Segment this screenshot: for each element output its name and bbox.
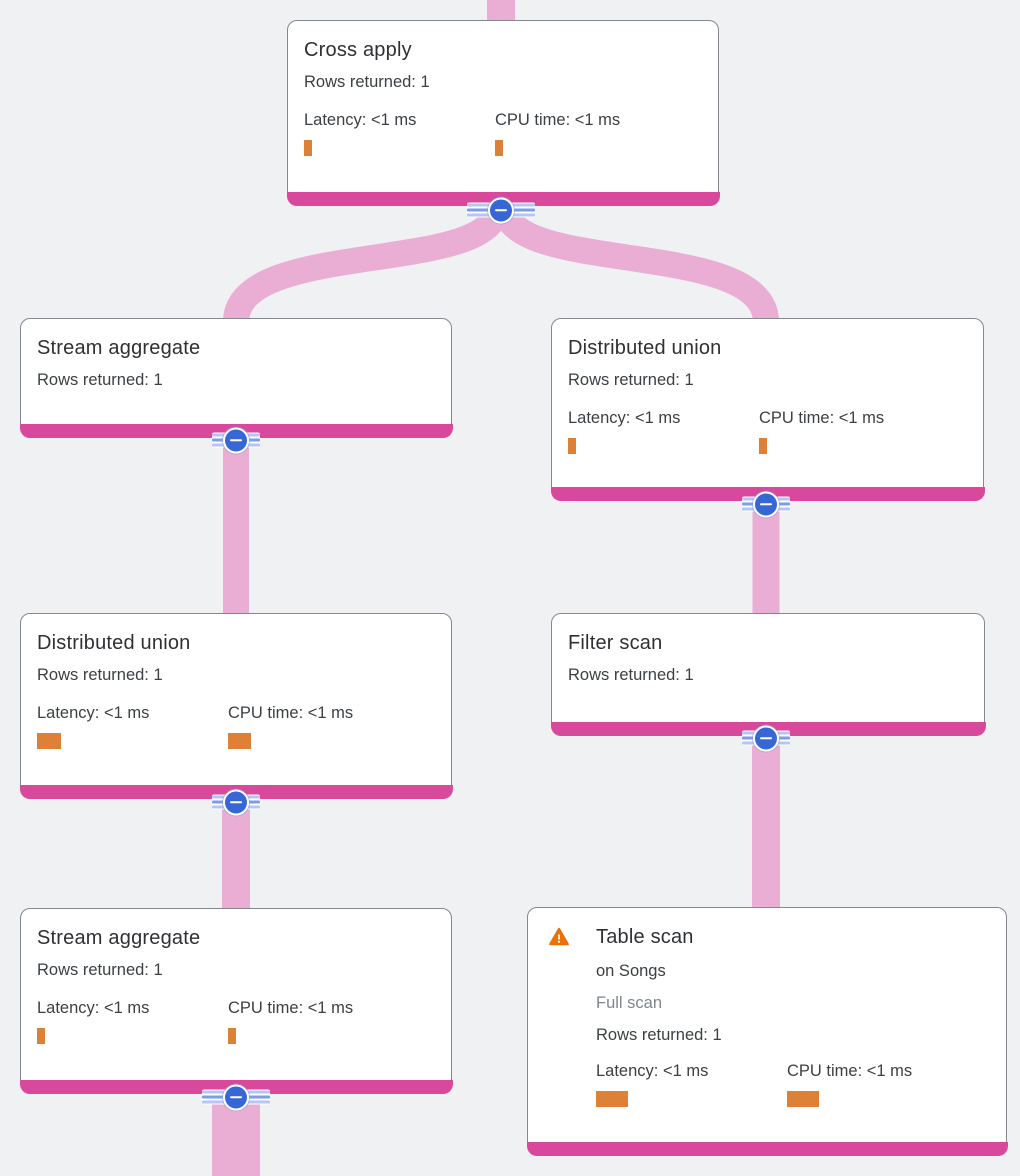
cpu-time-bar xyxy=(228,1028,236,1044)
collapse-button-stream-aggregate-bottom[interactable] xyxy=(202,1084,270,1110)
cpu-metric: CPU time: <1 ms xyxy=(495,109,686,156)
minus-circle-icon xyxy=(223,427,249,453)
latency-bar xyxy=(37,1028,45,1044)
rows-returned: Rows returned: 1 xyxy=(304,73,430,91)
cpu-time-bar xyxy=(759,438,767,454)
node-title: Stream aggregate xyxy=(37,927,201,949)
edge-cross-apply-to-distributed-union xyxy=(492,203,779,324)
latency-metric: Latency: <1 ms xyxy=(37,997,228,1044)
node-title: Distributed union xyxy=(37,632,191,654)
plan-node-filter-scan[interactable]: Filter scan Rows returned: 1 xyxy=(550,613,986,736)
latency-label: Latency: <1 ms xyxy=(37,704,150,722)
latency-metric: Latency: <1 ms xyxy=(568,407,759,454)
node-accent-bar xyxy=(526,1141,1008,1156)
collapse-button-distributed-union-left[interactable] xyxy=(212,789,260,815)
latency-bar xyxy=(37,733,61,749)
node-title: Stream aggregate xyxy=(37,337,201,359)
rows-returned: Rows returned: 1 xyxy=(596,1026,722,1044)
cpu-metric: CPU time: <1 ms xyxy=(228,997,419,1044)
latency-bar xyxy=(568,438,576,454)
plan-node-stream-aggregate-top[interactable]: Stream aggregate Rows returned: 1 xyxy=(19,318,453,438)
collapse-button-stream-aggregate-top[interactable] xyxy=(212,427,260,453)
collapse-button-cross-apply[interactable] xyxy=(467,197,535,223)
cpu-time-label: CPU time: <1 ms xyxy=(787,1062,913,1080)
table-name: on Songs xyxy=(596,962,666,980)
cpu-metric: CPU time: <1 ms xyxy=(759,407,950,454)
node-title: Distributed union xyxy=(568,337,722,359)
latency-bar xyxy=(596,1091,628,1107)
cpu-time-bar xyxy=(228,733,251,749)
plan-node-table-scan[interactable]: Table scan on Songs Full scan Rows retur… xyxy=(526,907,1008,1156)
minus-circle-icon xyxy=(488,197,514,223)
rows-returned: Rows returned: 1 xyxy=(37,961,163,979)
edge-cross-apply-to-stream-aggregate xyxy=(223,203,510,324)
cpu-time-bar xyxy=(495,140,503,156)
plan-node-stream-aggregate-bottom[interactable]: Stream aggregate Rows returned: 1 Latenc… xyxy=(19,908,453,1094)
cpu-metric: CPU time: <1 ms xyxy=(787,1060,978,1107)
cpu-time-label: CPU time: <1 ms xyxy=(495,111,621,129)
plan-node-distributed-union-right[interactable]: Distributed union Rows returned: 1 Laten… xyxy=(550,318,985,501)
warning-triangle-icon xyxy=(548,926,570,948)
rows-returned: Rows returned: 1 xyxy=(568,371,694,389)
cpu-metric: CPU time: <1 ms xyxy=(228,702,419,749)
collapse-button-distributed-union-right[interactable] xyxy=(742,491,790,517)
node-title: Cross apply xyxy=(304,39,412,61)
minus-circle-icon xyxy=(223,789,249,815)
node-title: Filter scan xyxy=(568,632,663,654)
plan-node-distributed-union-left[interactable]: Distributed union Rows returned: 1 Laten… xyxy=(19,613,453,799)
latency-metric: Latency: <1 ms xyxy=(304,109,495,156)
scan-type: Full scan xyxy=(596,994,663,1012)
cpu-time-label: CPU time: <1 ms xyxy=(228,999,354,1017)
latency-bar xyxy=(304,140,312,156)
rows-returned: Rows returned: 1 xyxy=(37,666,163,684)
rows-returned: Rows returned: 1 xyxy=(568,666,694,684)
collapse-button-filter-scan[interactable] xyxy=(742,725,790,751)
node-title: Table scan xyxy=(596,926,694,948)
latency-label: Latency: <1 ms xyxy=(304,111,417,129)
cpu-time-label: CPU time: <1 ms xyxy=(759,409,885,427)
rows-returned: Rows returned: 1 xyxy=(37,371,163,389)
latency-metric: Latency: <1 ms xyxy=(37,702,228,749)
cpu-time-bar xyxy=(787,1091,819,1107)
latency-label: Latency: <1 ms xyxy=(568,409,681,427)
plan-node-cross-apply[interactable]: Cross apply Rows returned: 1 Latency: <1… xyxy=(286,20,720,206)
latency-metric: Latency: <1 ms xyxy=(596,1060,787,1107)
minus-circle-icon xyxy=(753,491,779,517)
cpu-time-label: CPU time: <1 ms xyxy=(228,704,354,722)
latency-label: Latency: <1 ms xyxy=(37,999,150,1017)
latency-label: Latency: <1 ms xyxy=(596,1062,709,1080)
minus-circle-icon xyxy=(223,1084,249,1110)
minus-circle-icon xyxy=(753,725,779,751)
